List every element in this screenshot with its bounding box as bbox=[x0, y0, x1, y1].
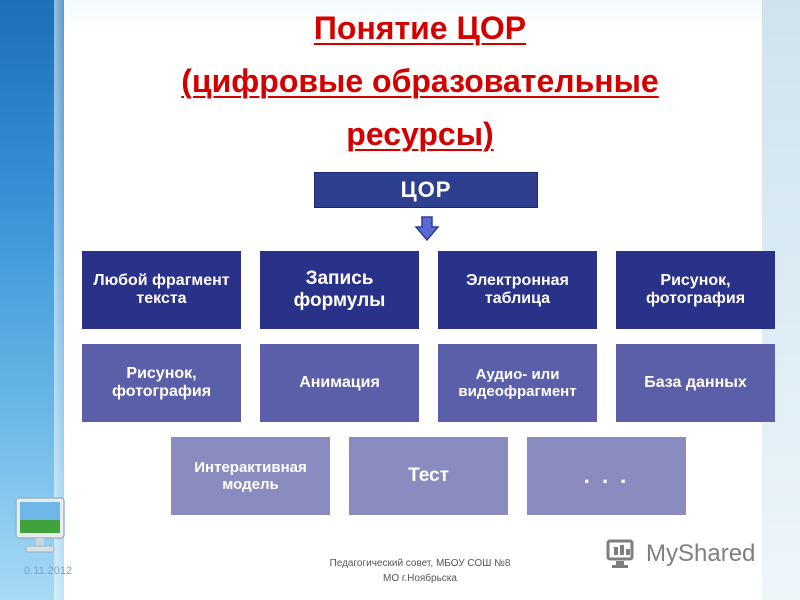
box-database: База данных bbox=[616, 344, 775, 422]
title-line-2: (цифровые образовательные bbox=[181, 63, 659, 99]
box-audio-video: Аудио- или видеофрагмент bbox=[438, 344, 597, 422]
root-box: ЦОР bbox=[314, 172, 538, 208]
title-line-1: Понятие ЦОР bbox=[313, 10, 527, 46]
box-formula: Запись формулы bbox=[260, 251, 419, 329]
box-ellipsis: . . . bbox=[527, 437, 686, 515]
footer-line-2: МО г.Ноябрьска bbox=[383, 573, 457, 584]
top-decoration bbox=[40, 0, 800, 30]
box-animation: Анимация bbox=[260, 344, 419, 422]
title-line-3: ресурсы) bbox=[346, 116, 494, 152]
footer-line-1: Педагогический совет, МБОУ СОШ №8 bbox=[329, 558, 511, 569]
box-spreadsheet: Электронная таблица bbox=[438, 251, 597, 329]
box-interactive-model: Интерактивная модель bbox=[171, 437, 330, 515]
box-picture-photo: Рисунок, фотография bbox=[616, 251, 775, 329]
slide-title: Понятие ЦОР (цифровые образовательные ре… bbox=[150, 2, 690, 161]
box-test: Тест bbox=[349, 437, 508, 515]
footer-date: 0.11.2012 bbox=[24, 565, 73, 577]
box-text-fragment: Любой фрагмент текста bbox=[82, 251, 241, 329]
watermark-text: MyShared bbox=[646, 540, 756, 567]
myshared-logo-icon bbox=[606, 539, 634, 568]
down-arrow-icon bbox=[414, 216, 440, 242]
footer-caption: Педагогический совет, МБОУ СОШ №8 МО г.Н… bbox=[270, 556, 570, 586]
myshared-watermark: MyShared bbox=[606, 536, 755, 572]
box-picture-photo-2: Рисунок, фотография bbox=[82, 344, 241, 422]
computer-monitor-icon bbox=[15, 497, 65, 553]
